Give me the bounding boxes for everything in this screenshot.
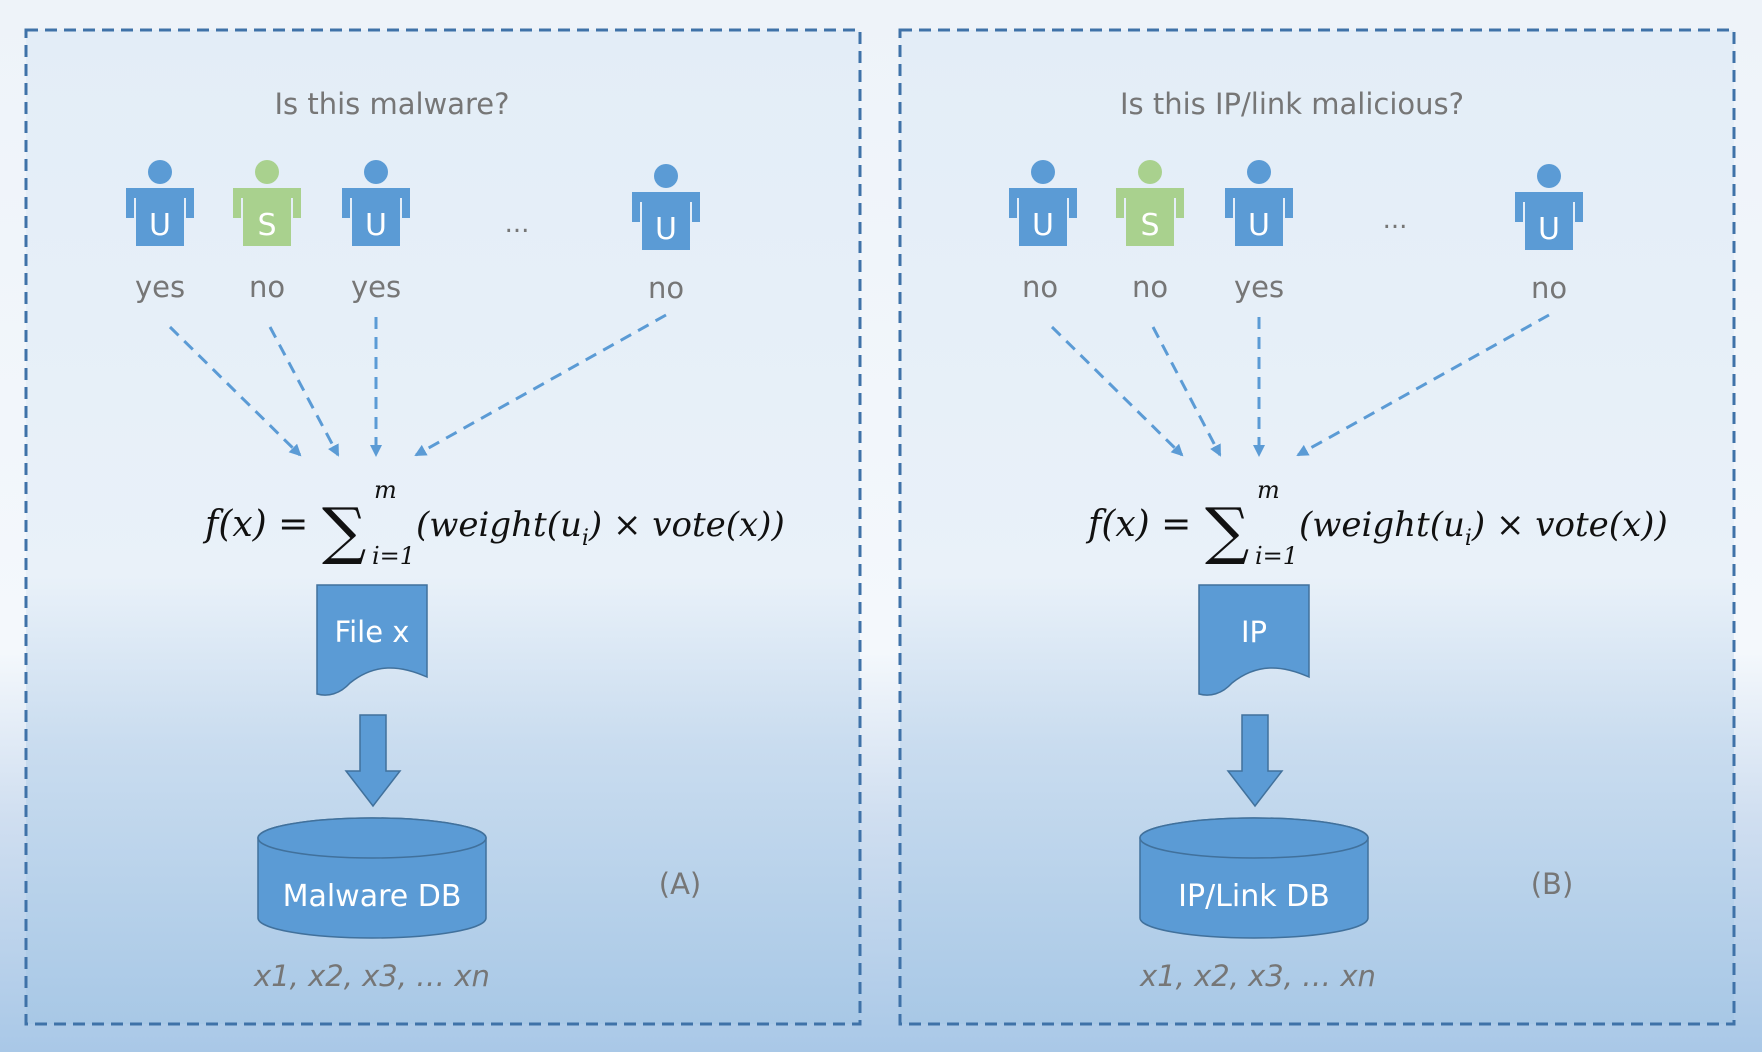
document-label: File x <box>335 615 410 649</box>
panel-label: (B) <box>1531 867 1574 901</box>
voter-letter: U <box>1538 212 1560 247</box>
document-label: IP <box>1241 615 1267 649</box>
down-arrow-icon <box>1226 714 1284 808</box>
vote-arrow <box>414 313 667 457</box>
voter-letter: U <box>1032 208 1054 243</box>
sum-upper-limit: m <box>1257 476 1280 504</box>
voter-2: S no <box>233 160 301 304</box>
database-top <box>257 817 487 859</box>
database-ip-link: IP/Link DB <box>1139 817 1369 939</box>
voter-letter: S <box>257 208 276 243</box>
voter-3: U yes <box>1225 160 1293 304</box>
voter-letter: U <box>149 208 171 243</box>
voter-4: U no <box>1515 164 1583 305</box>
database-label: Malware DB <box>283 879 462 914</box>
voter-3: U yes <box>342 160 410 304</box>
document-icon <box>316 584 428 696</box>
voter-1: U no <box>1009 160 1077 304</box>
vote-label: yes <box>135 270 185 304</box>
voter-letter: U <box>655 212 677 247</box>
voter-1: U yes <box>126 160 194 304</box>
vote-arrow <box>1296 313 1550 457</box>
document-file-x: File x <box>316 584 428 696</box>
sum-upper-limit: m <box>374 476 397 504</box>
formula-lhs: f(x) = <box>202 504 308 545</box>
vote-label: yes <box>1234 270 1284 304</box>
question-text: Is this malware? <box>274 87 509 121</box>
database-items: x1, x2, x3, … xn <box>1139 959 1376 993</box>
vote-label: no <box>249 270 285 304</box>
vote-label: no <box>1022 270 1058 304</box>
vote-arrow <box>1050 325 1184 457</box>
sum-lower-limit: i=1 <box>372 542 415 570</box>
vote-label: no <box>1531 271 1567 305</box>
vote-label: yes <box>351 270 401 304</box>
vote-arrow <box>1151 326 1222 457</box>
sum-lower-limit: i=1 <box>1255 542 1298 570</box>
vote-label: no <box>1132 270 1168 304</box>
panel-a: Is this malware? U yes S no U yes ... U … <box>24 28 862 1026</box>
vote-arrows <box>168 313 667 457</box>
panel-label: (A) <box>659 867 701 901</box>
document-ip: IP <box>1198 584 1310 696</box>
voter-letter: U <box>365 208 387 243</box>
formula-body: (weight(ui) × vote(x)) <box>1299 505 1668 551</box>
down-arrow-icon <box>344 714 402 808</box>
ellipsis: ... <box>505 209 530 239</box>
database-items: x1, x2, x3, … xn <box>253 959 490 993</box>
vote-arrows <box>1050 313 1550 457</box>
document-icon <box>1198 584 1310 696</box>
voter-letter: U <box>1248 208 1270 243</box>
vote-arrow <box>168 325 302 457</box>
voter-4: U no <box>632 164 700 305</box>
question-text: Is this IP/link malicious? <box>1120 87 1464 121</box>
formula: f(x) = ∑ m i=1 (weight(ui) × vote(x)) <box>1085 476 1668 570</box>
summation-symbol: ∑ <box>1205 494 1249 567</box>
vote-label: no <box>648 271 684 305</box>
voter-letter: S <box>1140 208 1159 243</box>
formula-lhs: f(x) = <box>1085 504 1191 545</box>
voter-2: S no <box>1116 160 1184 304</box>
database-label: IP/Link DB <box>1178 879 1330 914</box>
database-malware: Malware DB <box>257 817 487 939</box>
vote-arrow <box>268 326 340 457</box>
panel-b: Is this IP/link malicious? U no S no U y… <box>898 28 1736 1026</box>
summation-symbol: ∑ <box>322 494 366 567</box>
database-top <box>1139 817 1369 859</box>
formula-body: (weight(ui) × vote(x)) <box>416 505 785 551</box>
formula: f(x) = ∑ m i=1 (weight(ui) × vote(x)) <box>202 476 785 570</box>
ellipsis: ... <box>1383 205 1408 235</box>
